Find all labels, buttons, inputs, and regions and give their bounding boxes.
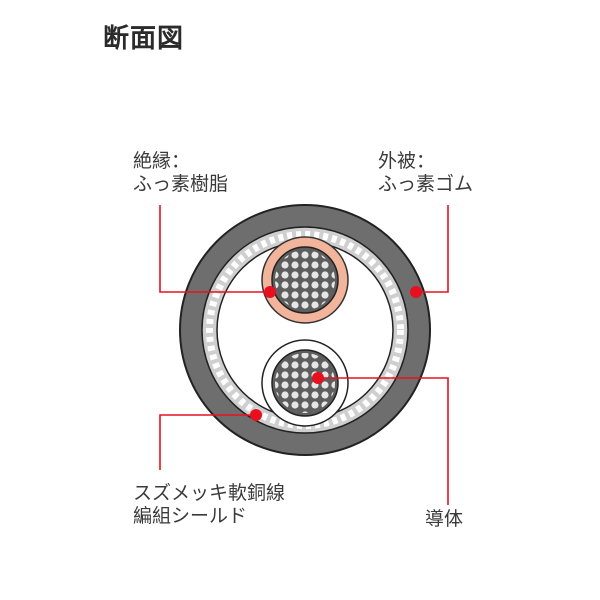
conductor-label: 導体 xyxy=(425,508,463,531)
shield-label-line2: 編組シールド xyxy=(133,505,248,527)
insulation-label-line1: 絶縁： xyxy=(133,150,191,172)
insulation-leader xyxy=(159,205,270,293)
jacket-marker-icon xyxy=(410,286,422,298)
conductor-label-line1: 導体 xyxy=(425,508,464,530)
insulation-label: 絶縁： ふっ素樹脂 xyxy=(133,150,228,196)
insulation-marker-icon xyxy=(264,286,276,298)
leader-lines xyxy=(159,205,449,505)
jacket-leader xyxy=(416,205,449,293)
insulation-label-line2: ふっ素樹脂 xyxy=(133,173,229,195)
conductor-leader xyxy=(318,377,449,505)
jacket-label: 外被： ふっ素ゴム xyxy=(378,150,473,196)
upper-core xyxy=(261,236,349,324)
braid-shield xyxy=(201,226,409,434)
jacket-label-line2: ふっ素ゴム xyxy=(378,173,474,195)
conductor-marker-icon xyxy=(312,372,324,384)
shield-label: スズメッキ軟銅線 編組シールド xyxy=(133,482,285,528)
shield-label-line1: スズメッキ軟銅線 xyxy=(133,482,286,504)
lower-core xyxy=(261,339,349,427)
marker-dots xyxy=(250,286,422,421)
jacket-label-line1: 外被： xyxy=(378,150,436,172)
page-title: 断面図 xyxy=(103,24,185,54)
shield-marker-icon xyxy=(250,409,262,421)
shield-leader xyxy=(159,414,256,470)
